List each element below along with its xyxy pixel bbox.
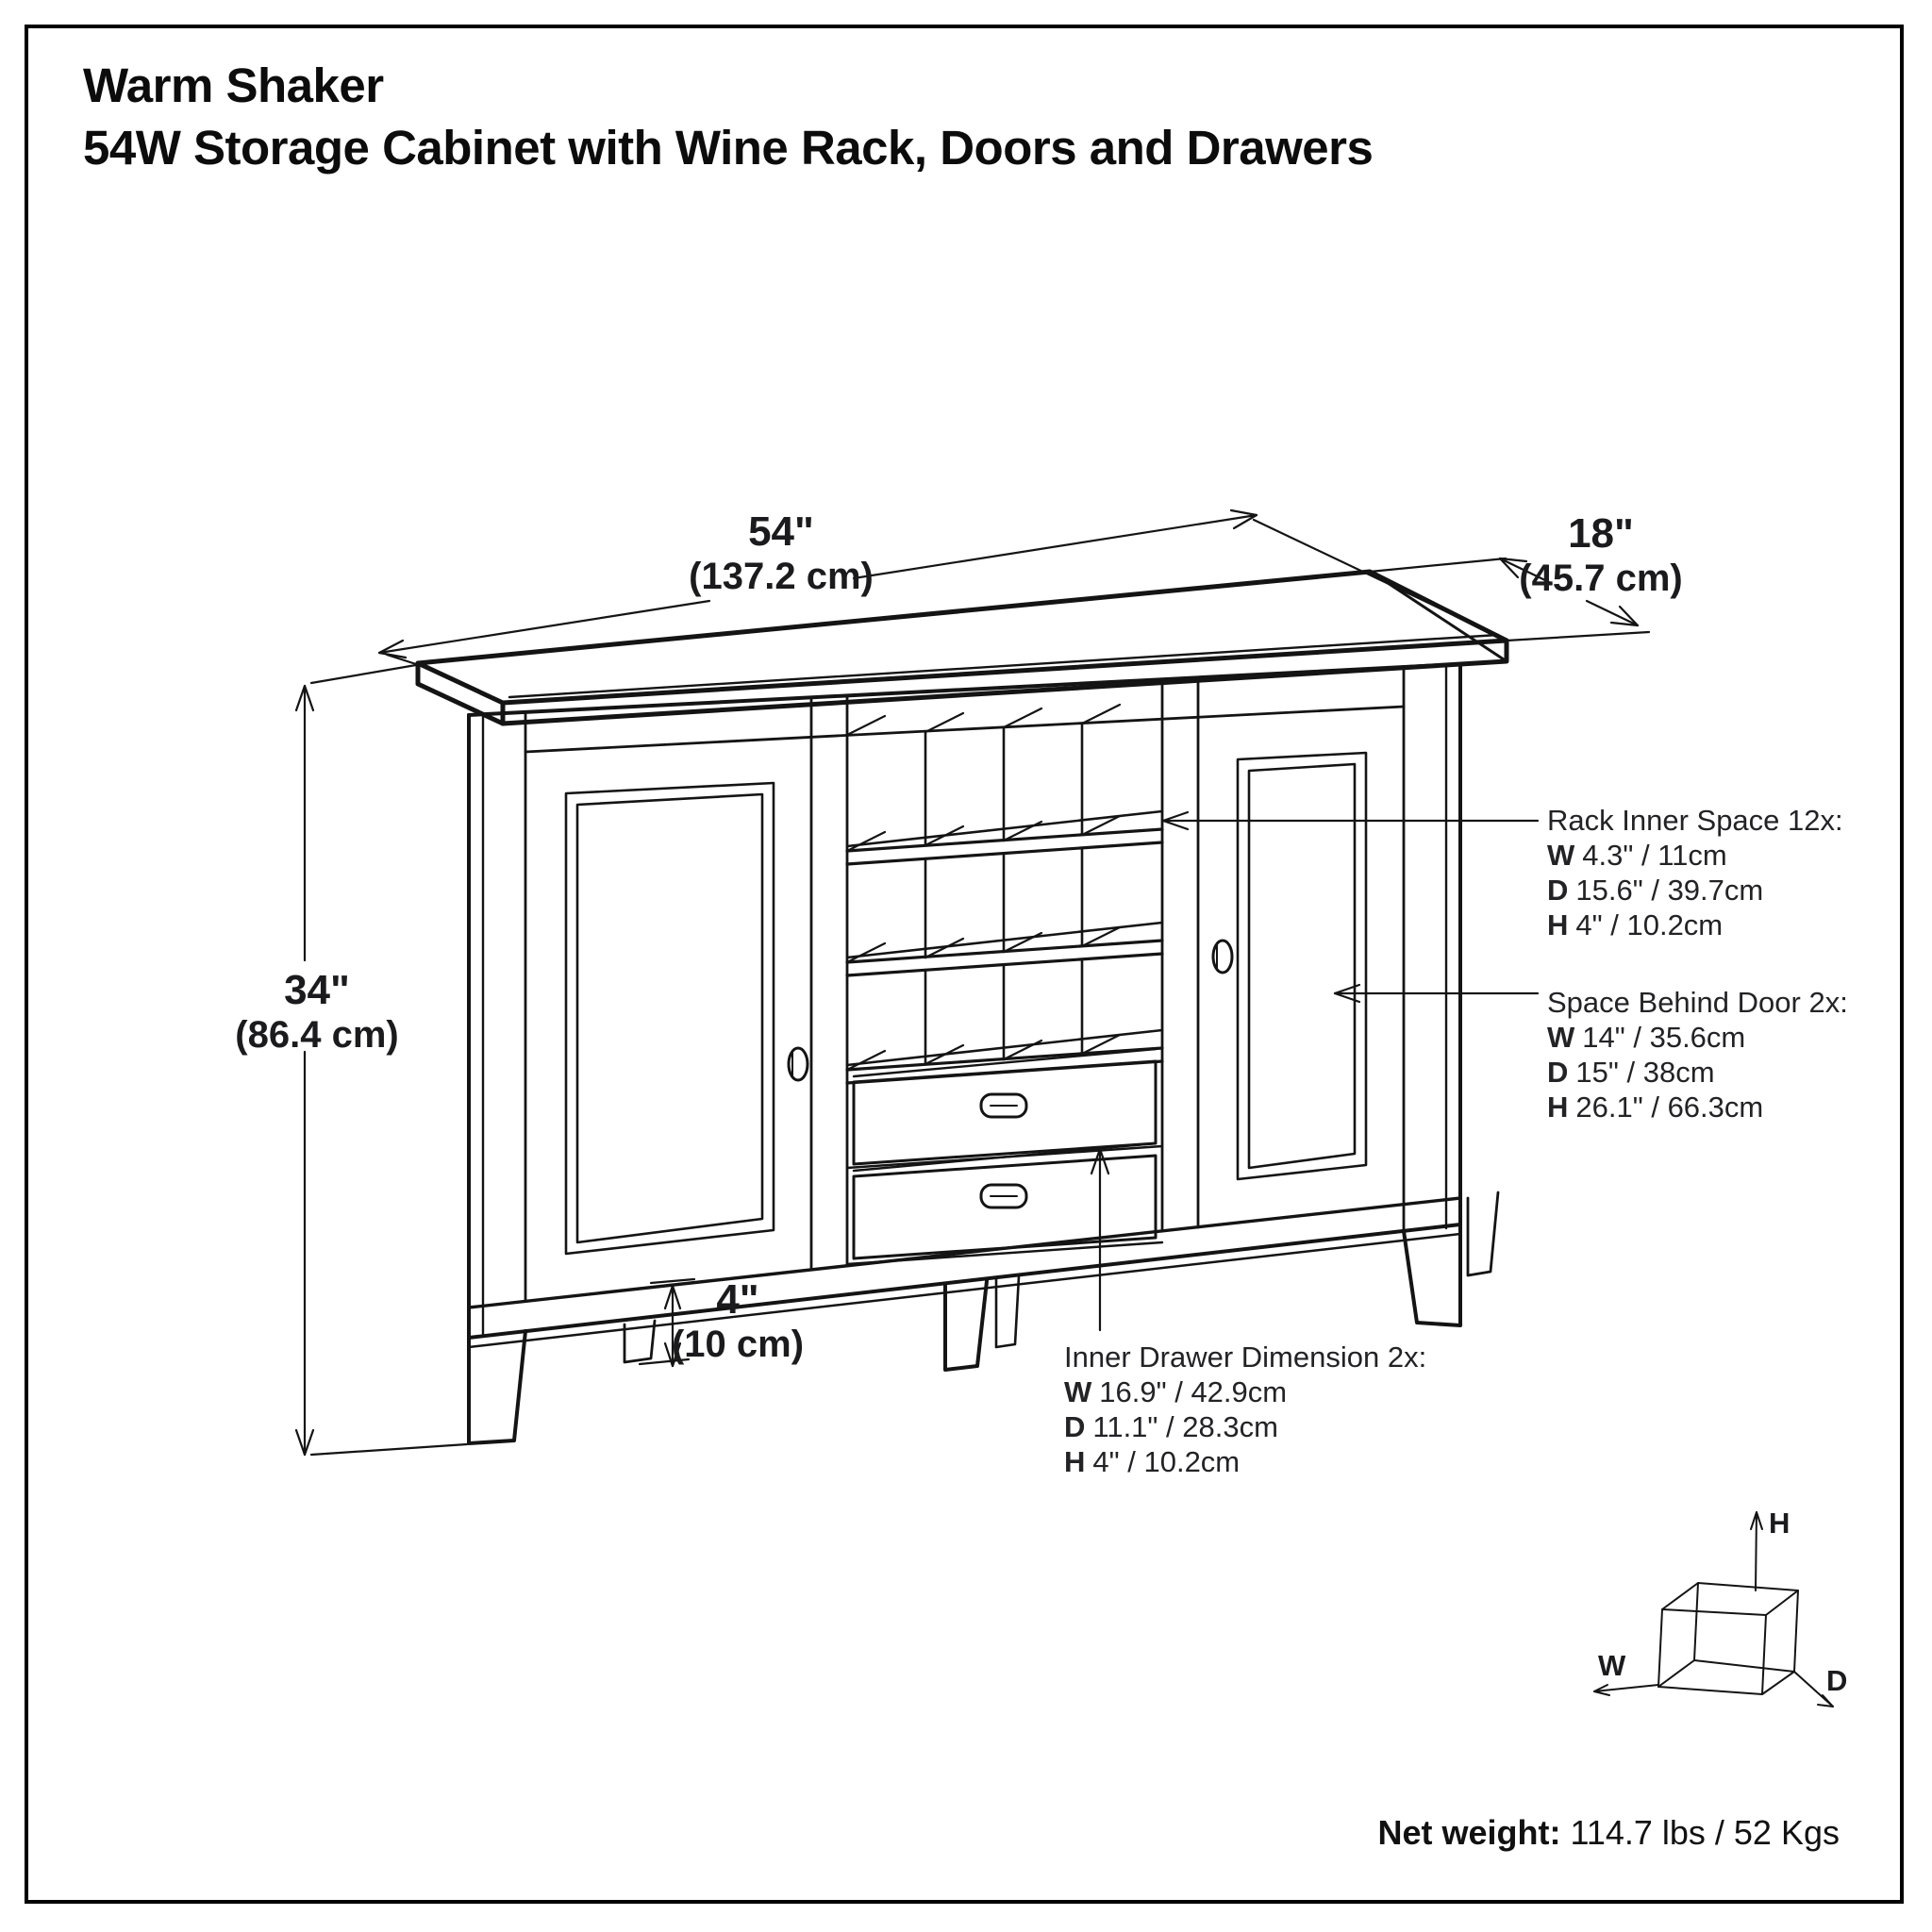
dim-depth-arrow [1368,557,1651,642]
right-door [1211,751,1368,1181]
leader-drawer [1090,1147,1110,1332]
dim-depth-value: 18" [1568,510,1634,557]
drawer-pull-bottom [979,1183,1028,1209]
axis-label-w: W [1598,1649,1626,1682]
door-annotation-title: Space Behind Door 2x: [1547,986,1848,1019]
right-door-handle [1211,939,1234,974]
page-title: Warm Shaker 54W Storage Cabinet with Win… [83,55,1374,179]
dim-depth-label: 18" (45.7 cm) [1519,511,1682,600]
dim-clearance-arrow [638,1277,696,1368]
axis-label-h: H [1769,1507,1790,1540]
dim-height-value: 34" [284,967,350,1013]
dim-clearance-metric: (10 cm) [671,1324,805,1365]
dim-width-metric: (137.2 cm) [689,556,874,597]
dim-depth-metric: (45.7 cm) [1519,558,1683,599]
leader-door [1333,983,1540,1004]
net-weight-value: 114.7 lbs / 52 Kgs [1570,1813,1840,1852]
leader-rack [1161,810,1540,831]
drawer-annotation-title: Inner Drawer Dimension 2x: [1064,1341,1427,1374]
page-title-line2: 54W Storage Cabinet with Wine Rack, Door… [83,121,1374,175]
dim-clearance-value: 4" [716,1276,759,1323]
dim-height-metric: (86.4 cm) [235,1014,399,1056]
dim-height-label: 34" (86.4 cm) [235,968,398,1057]
dim-width-label: 54" (137.2 cm) [689,509,874,598]
dim-clearance-label: 4" (10 cm) [672,1277,804,1366]
dim-height-arrow [294,663,469,1457]
axis-cube-icon [1593,1511,1834,1707]
left-door [564,781,809,1256]
dim-width-value: 54" [748,508,814,555]
drawers [845,1047,1164,1266]
net-weight-label: Net weight: [1377,1813,1561,1852]
drawer-pull-top [979,1092,1028,1119]
rack-annotation-title: Rack Inner Space 12x: [1547,804,1843,837]
cabinet-body [467,662,1462,1349]
net-weight: Net weight: 114.7 lbs / 52 Kgs [1377,1813,1840,1853]
page-title-line1: Warm Shaker [83,58,384,112]
axis-label-d: D [1826,1664,1848,1697]
legs [467,1191,1500,1445]
wine-rack [845,703,1164,1085]
dim-width-arrow [377,508,1506,666]
cabinet-top [415,569,1509,726]
left-door-handle [787,1046,809,1082]
